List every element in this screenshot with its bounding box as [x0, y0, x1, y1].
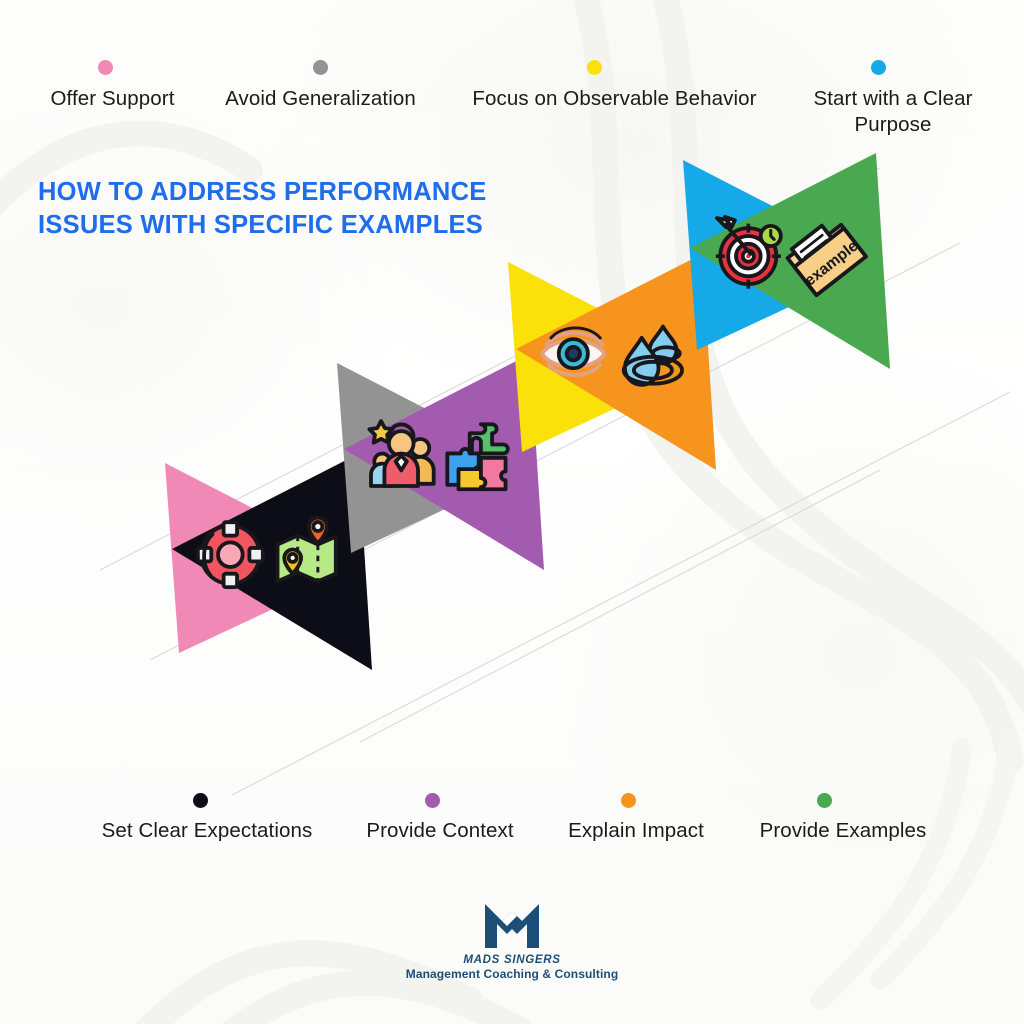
brand-name: MADS SINGERS: [463, 954, 561, 966]
bottom-label-text-1: Provide Context: [366, 819, 514, 842]
bottom-label-text-2: Explain Impact: [568, 819, 704, 842]
bottom-label-text-0: Set Clear Expectations: [101, 819, 313, 842]
bottom-label-dot-1: [425, 793, 440, 808]
triangle-icons: example: [195, 215, 868, 590]
top-label-dot-2: [587, 60, 602, 75]
bottom-label-dot-3: [817, 793, 832, 808]
lifebuoy-icon: [195, 520, 265, 590]
bottom-label-dot-2: [621, 793, 636, 808]
map-icon: [275, 515, 338, 584]
top-label-text-3: Start with a Clear Purpose: [813, 87, 973, 136]
page-title-line-1: HOW TO ADDRESS PERFORMANCE: [38, 178, 487, 206]
page-title-line-2: ISSUES WITH SPECIFIC EXAMPLES: [38, 211, 484, 239]
target-icon: [715, 215, 783, 289]
triangle-set-clear-expectations[interactable]: [172, 454, 372, 670]
top-label-dot-1: [313, 60, 328, 75]
triangle-explain-impact[interactable]: [516, 254, 716, 470]
eye-icon: [539, 326, 607, 377]
brand-logo: MADS SINGERS Management Coaching & Consu…: [0, 898, 1024, 981]
top-label-text-0: Offer Support: [50, 87, 175, 110]
puzzle-icon: [445, 422, 510, 492]
brand-tagline: Management Coaching & Consulting: [405, 967, 619, 981]
top-label-text-1: Avoid Generalization: [225, 87, 416, 110]
team-star-icon: [367, 419, 436, 488]
top-label-dot-3: [871, 60, 886, 75]
triangle-shapes: [165, 153, 890, 670]
top-label-dot-0: [98, 60, 113, 75]
bottom-label-text-3: Provide Examples: [759, 819, 927, 842]
triangle-provide-context[interactable]: [344, 354, 544, 570]
water-drop-icon: [621, 324, 684, 387]
page-title: HOW TO ADDRESS PERFORMANCE ISSUES WITH S…: [38, 176, 558, 242]
top-label-text-2: Focus on Observable Behavior: [472, 87, 757, 110]
example-folder-icon: example: [785, 222, 868, 298]
mads-singers-m-icon: [485, 904, 539, 948]
bottom-label-dot-0: [193, 793, 208, 808]
